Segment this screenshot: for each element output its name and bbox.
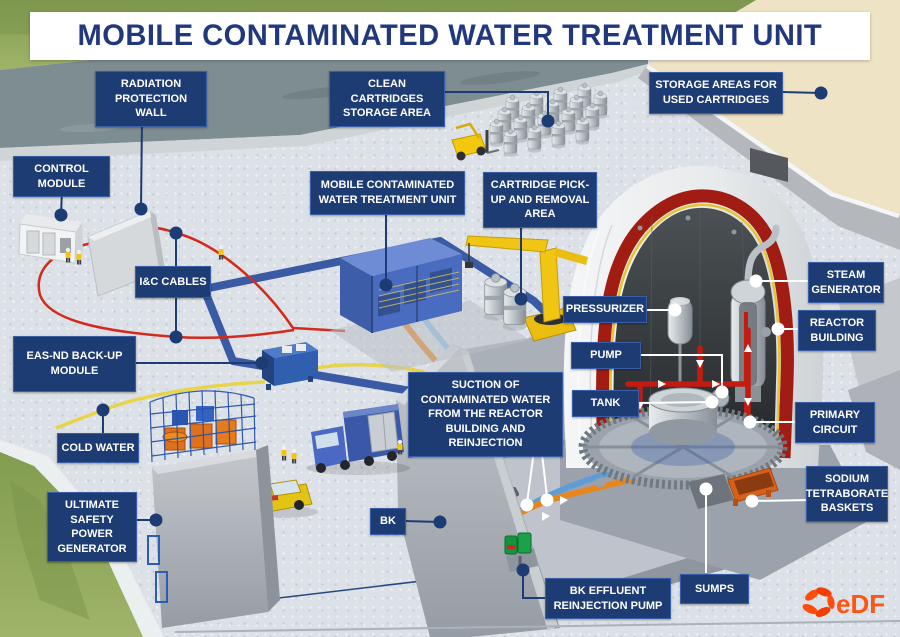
edf-flame-icon (802, 587, 835, 617)
label-suction-reinjection: SUCTION OF CONTAMINATED WATER FROM THE R… (408, 372, 563, 457)
connectors-navy (54, 86, 828, 599)
label-ultimate-safety-generator: ULTIMATE SAFETY POWER GENERATOR (47, 492, 137, 563)
title-banner: MOBILE CONTAMINATED WATER TREATMENT UNIT (30, 12, 870, 60)
truck-graphic (306, 404, 410, 475)
label-sodium-tetraborate: SODIUM TETRABORATE BASKETS (806, 466, 888, 522)
label-primary-circuit: PRIMARY CIRCUIT (795, 402, 875, 444)
label-sumps: SUMPS (680, 574, 749, 604)
label-pump: PUMP (571, 342, 641, 369)
scaffold-cage-graphic (149, 389, 257, 463)
label-cartridge-pickup: CARTRIDGE PICK-UP AND REMOVAL AREA (483, 172, 597, 228)
label-mobile-treatment-unit: MOBILE CONTAMINATED WATER TREATMENT UNIT (310, 171, 465, 215)
edf-logo-text: eDF (836, 589, 886, 619)
page-title: MOBILE CONTAMINATED WATER TREATMENT UNIT (77, 19, 823, 52)
label-radiation-protection-wall: RADIATION PROTECTION WALL (95, 71, 207, 127)
label-reactor-building: REACTOR BUILDING (798, 310, 876, 352)
connectors-white (520, 274, 811, 573)
treatment-unit-container (330, 238, 530, 372)
forklift-graphic (451, 122, 500, 161)
sodium-basket-graphic (727, 467, 779, 506)
label-control-module: CONTROL MODULE (13, 156, 110, 198)
label-easnd-backup-module: EAS-ND BACK-UP MODULE (13, 336, 136, 392)
label-bk: BK (370, 508, 406, 535)
generator-block-graphic (147, 445, 280, 628)
bk-effluent-pump-graphic (504, 532, 538, 572)
label-bk-effluent-pump: BK EFFLUENT REINJECTION PUMP (545, 578, 671, 620)
label-pressurizer: PRESSURIZER (563, 296, 647, 323)
label-cold-water: COLD WATER (57, 433, 139, 463)
label-tank: TANK (572, 390, 639, 417)
label-storage-used-cartridges: STORAGE AREAS FOR USED CARTRIDGES (649, 72, 783, 114)
label-clean-cartridges-storage: CLEAN CARTRIDGES STORAGE AREA (329, 71, 445, 127)
polar-deck-and-vessel (578, 387, 788, 509)
label-steam-generator: STEAM GENERATOR (808, 262, 884, 304)
label-iec-cables: I&C CABLES (135, 266, 211, 298)
control-module-graphic (18, 214, 83, 264)
easnd-module-graphic (262, 342, 318, 390)
